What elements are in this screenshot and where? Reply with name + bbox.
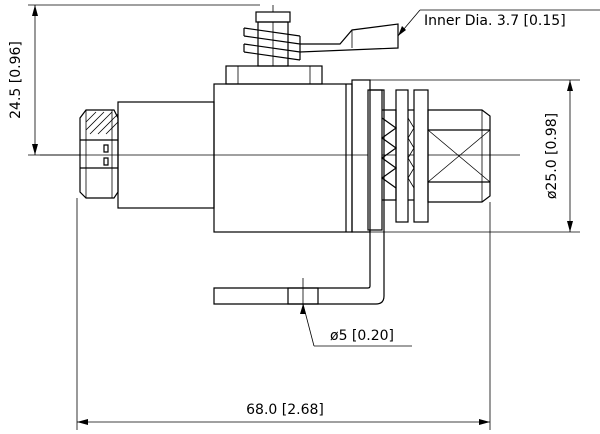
hole-leader: ø5 [0.20] xyxy=(300,303,412,347)
diameter-label: ø25.0 [0.98] xyxy=(544,113,560,199)
length-dimension: 68.0 [2.68] xyxy=(76,198,491,430)
inner-dia-label: Inner Dia. 3.7 [0.15] xyxy=(424,13,566,29)
diameter-dimension: ø25.0 [0.98] xyxy=(352,79,580,233)
hole-label: ø5 [0.20] xyxy=(330,328,394,344)
length-label: 68.0 [2.68] xyxy=(246,402,324,418)
top-screw xyxy=(243,5,301,67)
inner-dia-leader: Inner Dia. 3.7 [0.15] xyxy=(397,9,600,37)
flange-assembly xyxy=(351,79,429,233)
height-label: 24.5 [0.96] xyxy=(8,41,24,119)
left-connector-nut xyxy=(79,109,119,199)
top-lever xyxy=(299,23,399,53)
main-housing xyxy=(213,65,353,233)
right-connector xyxy=(427,109,491,203)
mounting-bracket xyxy=(213,89,385,314)
height-dimension: 24.5 [0.96] xyxy=(8,4,260,156)
